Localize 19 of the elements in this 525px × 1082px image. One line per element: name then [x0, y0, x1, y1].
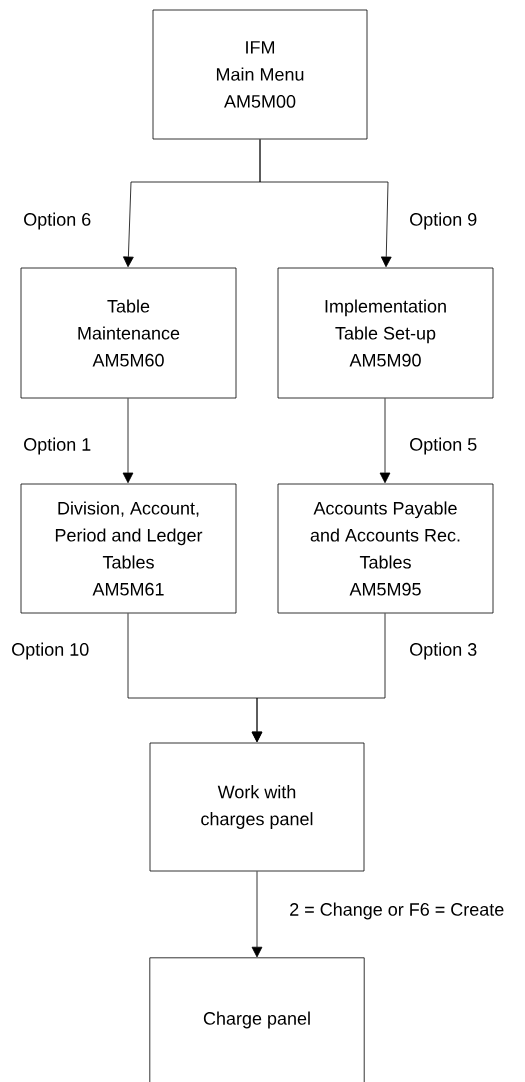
- arrow: [251, 613, 386, 743]
- edge-label: Option 3: [408, 641, 479, 661]
- screen-box: Table Maintenance AM5M60: [20, 267, 237, 399]
- screen-box: Implementation Table Set-up AM5M90: [277, 267, 494, 399]
- arrow: [122, 398, 134, 484]
- arrow: [259, 139, 392, 268]
- screen-box: Division, Account, Period and Ledger Tables AM5M61: [20, 483, 237, 614]
- edge-label: Option 1: [22, 436, 93, 456]
- screen-box: IFM Main Menu AM5M00: [152, 9, 368, 140]
- edge-label: Option 9: [408, 211, 479, 231]
- edge-label: Option 10: [10, 641, 91, 661]
- edge-label: Option 6: [22, 211, 93, 231]
- arrow: [379, 398, 391, 484]
- edge-label: 2 = Change or F6 = Create: [288, 901, 506, 921]
- edge-label: Option 5: [408, 436, 479, 456]
- arrow: [251, 871, 263, 958]
- screen-box: Work with charges panel: [149, 742, 365, 872]
- screen-box: Accounts Payable and Accounts Rec. Tables AM5M95: [277, 483, 494, 614]
- screen-box: Charge panel: [149, 957, 365, 1082]
